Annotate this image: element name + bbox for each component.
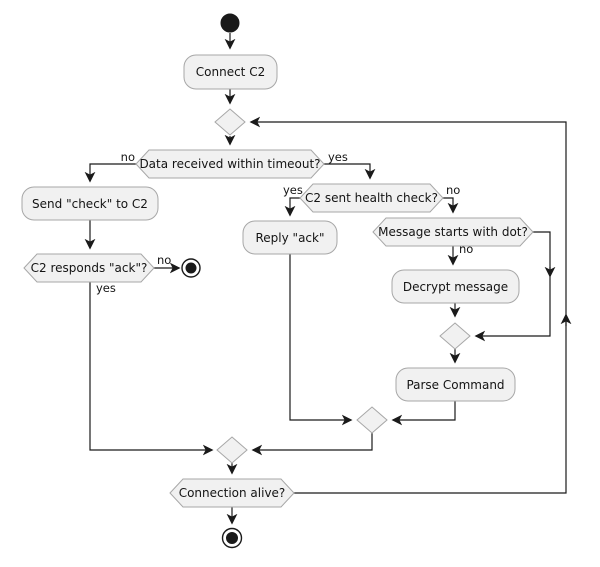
edge-ackq-yes-to-merge1 [89,282,214,456]
edge-parse-to-merge2 [391,401,456,426]
activity-reply-ack: Reply "ack" [242,220,338,255]
activity-reply-ack-label: Reply "ack" [256,231,325,245]
label-timeout-no: no [121,150,135,164]
decision-c2-responds-ack: C2 responds "ack"? [23,253,155,283]
decision-data-received: Data received within timeout? [135,149,325,179]
label-ack-yes: yes [96,281,116,295]
merge-diamond-top [214,108,246,136]
label-health-no: no [446,183,460,197]
edge-dot-yes-bypass [474,231,551,342]
edge-merge2-to-merge1 [251,433,373,456]
label-health-yes: yes [283,183,303,197]
end-node-final [221,527,243,549]
activity-connect-c2: Connect C2 [183,54,278,90]
activity-decrypt-message: Decrypt message [391,269,520,304]
activity-connect-c2-label: Connect C2 [196,65,265,79]
activity-decrypt-message-label: Decrypt message [403,280,508,294]
edge-timeout-yes [324,163,376,180]
start-node [220,13,240,33]
decision-message-dot-label: Message starts with dot? [378,225,528,239]
edge-alive-loopback [249,116,567,494]
decision-data-received-label: Data received within timeout? [139,157,320,171]
merge-diamond-bottom [216,436,248,464]
merge-diamond-decrypt [439,322,471,350]
activity-send-check: Send "check" to C2 [21,186,159,221]
merge-diamond-right [356,406,388,434]
label-dot-no: no [459,242,473,256]
label-timeout-yes: yes [328,150,348,164]
edge-health-yes [284,197,300,217]
decision-health-check: C2 sent health check? [299,183,444,213]
edge-health-no [443,197,459,214]
decision-connection-alive: Connection alive? [169,478,295,508]
decision-health-check-label: C2 sent health check? [305,191,438,205]
edge-reply-to-merge2 [289,254,353,426]
decision-c2-responds-ack-label: C2 responds "ack"? [31,261,148,275]
label-ack-no: no [157,253,171,267]
activity-send-check-label: Send "check" to C2 [32,197,148,211]
activity-parse-command-label: Parse Command [406,378,504,392]
decision-connection-alive-label: Connection alive? [179,486,286,500]
decision-message-dot: Message starts with dot? [372,217,534,247]
end-node-left [181,258,201,278]
activity-parse-command: Parse Command [395,367,516,402]
edge-timeout-no [84,163,136,183]
